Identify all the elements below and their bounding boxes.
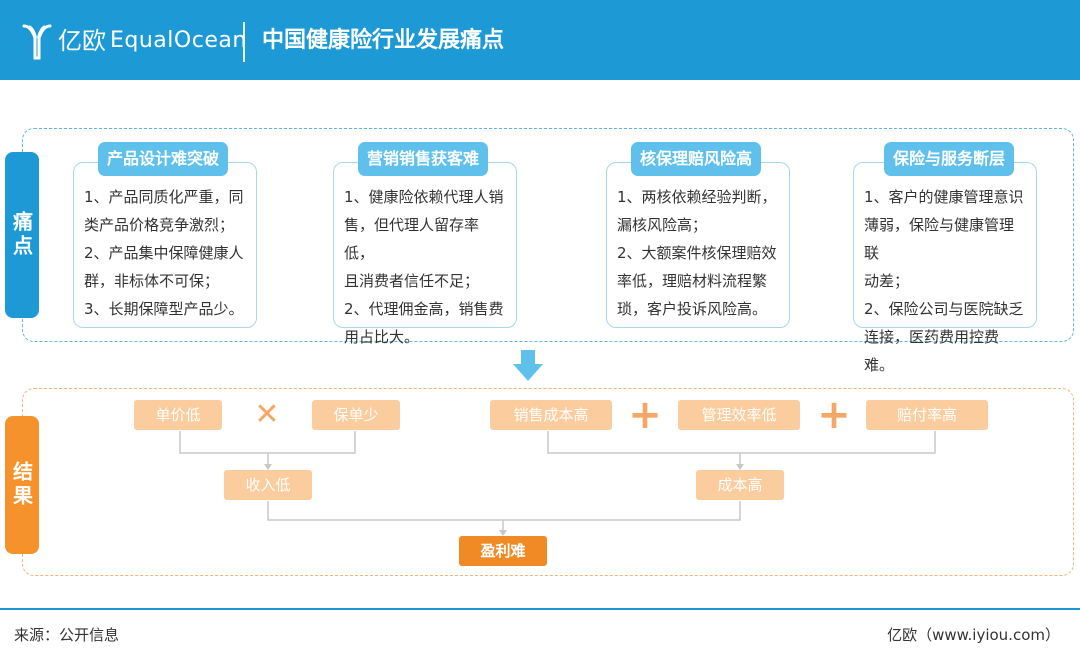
card-line: 且消费者信任不足； xyxy=(344,272,480,290)
card-line: 用占比大。 xyxy=(344,328,420,346)
down-arrow-icon xyxy=(513,350,543,381)
card-line: 2、代理佣金高，销售费 xyxy=(344,300,504,318)
pain-points-label: 痛点 xyxy=(5,152,39,318)
card-line: 2、大额案件核保理赔效 xyxy=(617,244,777,262)
card-line: 售，但代理人留存率低， xyxy=(344,216,480,262)
pain-card-service: 1、客户的健康管理意识 薄弱，保险与健康管理联 动差； 2、保险公司与医院缺乏 … xyxy=(853,162,1037,374)
card-line: 率低，理赔材料流程繁 xyxy=(617,272,768,290)
pain-card-title: 保险与服务断层 xyxy=(884,142,1014,176)
pain-card-title: 核保理赔风险高 xyxy=(631,142,761,176)
mgmt-efficiency-low-box: 管理效率低 xyxy=(678,400,800,430)
sales-cost-high-box: 销售成本高 xyxy=(490,400,612,430)
page-title: 中国健康险行业发展痛点 xyxy=(262,28,505,53)
results-label: 结果 xyxy=(5,416,39,554)
card-line: 琐，客户投诉风险高。 xyxy=(617,300,768,318)
card-line: 1、健康险依赖代理人销 xyxy=(344,188,504,206)
card-line: 连接，医药费用控费难。 xyxy=(864,328,1000,374)
pain-card-title: 产品设计难突破 xyxy=(98,142,228,176)
cost-high-box: 成本高 xyxy=(696,470,784,500)
profit-difficult-box: 盈利难 xyxy=(459,536,547,566)
card-line: 薄弱，保险与健康管理联 xyxy=(864,216,1015,262)
times-icon: ✕ xyxy=(254,397,280,432)
footer-divider xyxy=(0,608,1080,610)
card-line: 群，非标体不可保； xyxy=(84,272,220,290)
header-bar xyxy=(0,0,1080,80)
site-credit: 亿欧（www.iyiou.com） xyxy=(887,626,1060,644)
brand-cn: 亿欧 xyxy=(58,27,106,55)
policy-count-low-box: 保单少 xyxy=(312,400,400,430)
payout-rate-high-box: 赔付率高 xyxy=(866,400,988,430)
card-line: 1、两核依赖经验判断， xyxy=(617,188,777,206)
card-line: 1、客户的健康管理意识 xyxy=(864,188,1024,206)
card-line: 漏核风险高； xyxy=(617,216,708,234)
card-line: 2、产品集中保障健康人 xyxy=(84,244,244,262)
source-note: 来源：公开信息 xyxy=(14,626,120,644)
pain-card-marketing: 1、健康险依赖代理人销 售，但代理人留存率低， 且消费者信任不足； 2、代理佣金… xyxy=(333,162,517,346)
plus-icon: + xyxy=(817,392,851,438)
pain-card-product: 1、产品同质化严重，同 类产品价格竞争激烈； 2、产品集中保障健康人 群，非标体… xyxy=(73,162,257,328)
brand-en: EqualOcean xyxy=(110,28,247,53)
pain-card-underwriting: 1、两核依赖经验判断， 漏核风险高； 2、大额案件核保理赔效 率低，理赔材料流程… xyxy=(606,162,790,328)
card-line: 2、保险公司与医院缺乏 xyxy=(864,300,1024,318)
unit-price-low-box: 单价低 xyxy=(134,400,222,430)
card-line: 类产品价格竞争激烈； xyxy=(84,216,235,234)
header-divider xyxy=(243,22,245,62)
plus-icon: + xyxy=(628,392,662,438)
equalocean-logo-icon xyxy=(22,24,52,60)
card-line: 1、产品同质化严重，同 xyxy=(84,188,244,206)
pain-card-title: 营销销售获客难 xyxy=(358,142,488,176)
income-low-box: 收入低 xyxy=(224,470,312,500)
card-line: 3、长期保障型产品少。 xyxy=(84,300,244,318)
card-line: 动差； xyxy=(864,272,910,290)
